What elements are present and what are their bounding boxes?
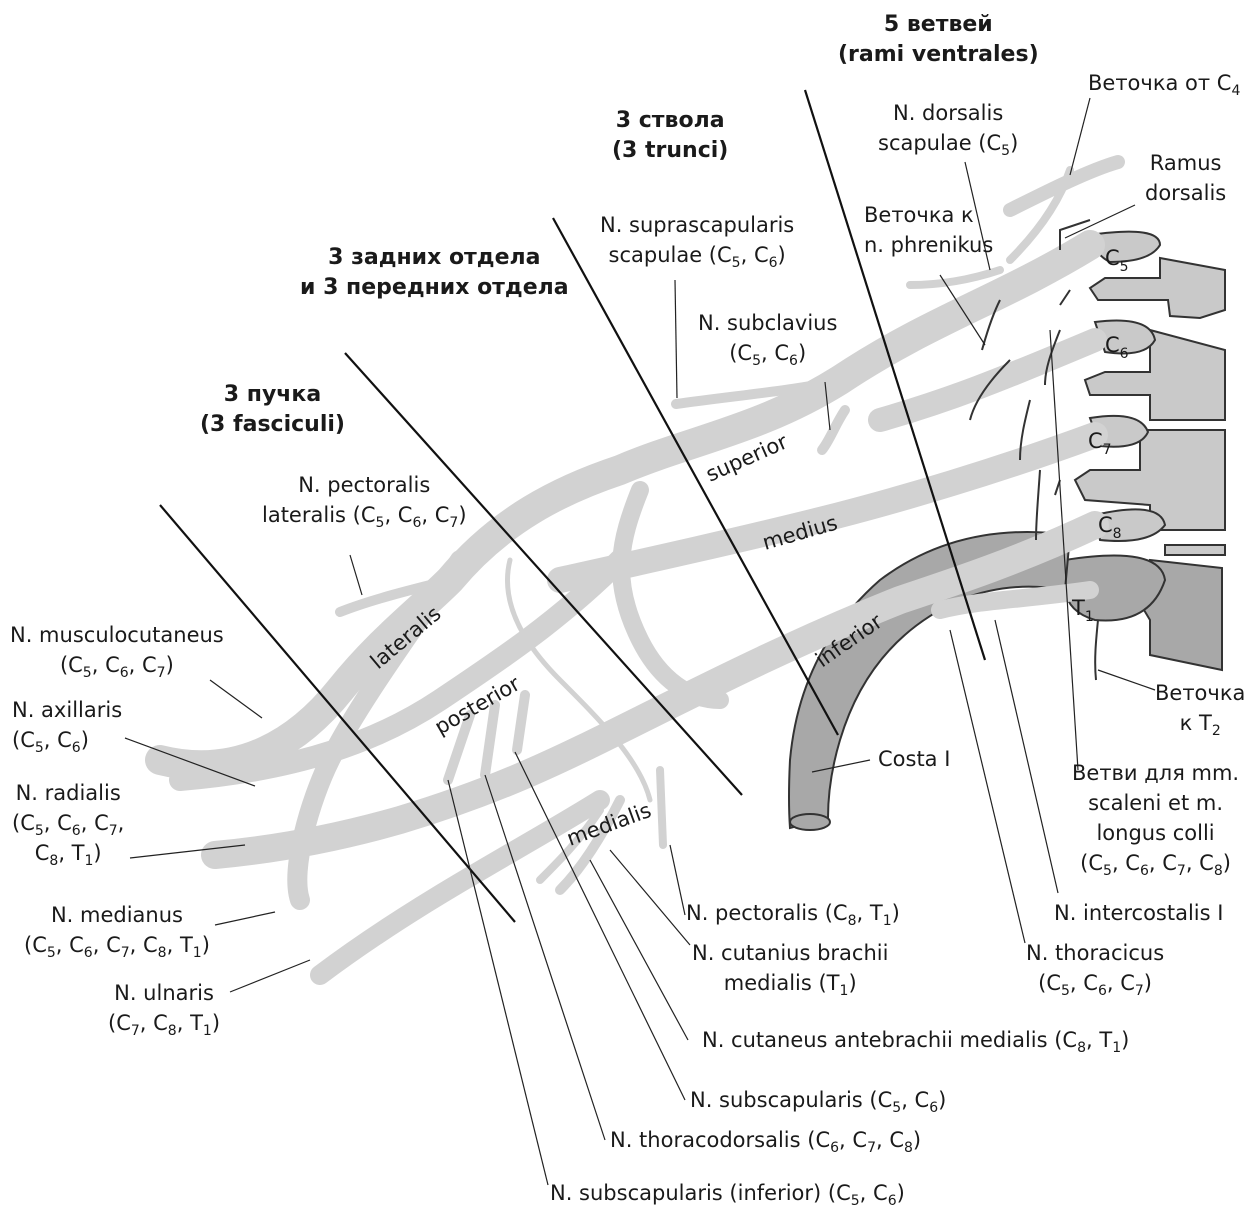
label-ulnaris: N. ulnaris(C7, C8, T1) bbox=[108, 978, 220, 1038]
heading-fasciculi: 3 пучка (3 fasciculi) bbox=[200, 380, 345, 440]
label-thoracodorsalis: N. thoracodorsalis (C6, C7, C8) bbox=[610, 1125, 921, 1155]
label-costa: Costa I bbox=[878, 744, 950, 774]
heading-rami-ventrales: 5 ветвей (rami ventrales) bbox=[838, 10, 1039, 70]
label-medianus: N. medianus(C5, C6, C7, C8, T1) bbox=[24, 900, 210, 960]
heading-trunci: 3 ствола (3 trunci) bbox=[612, 106, 728, 166]
label-cutaneus-antebrachii: N. cutaneus antebrachii medialis (C8, T1… bbox=[702, 1025, 1129, 1055]
label-intercostalis: N. intercostalis I bbox=[1054, 898, 1223, 928]
label-radialis: N. radialis(C5, C6, C7,C8, T1) bbox=[12, 778, 124, 868]
label-subclavius: N. subclavius(C5, C6) bbox=[698, 308, 837, 368]
label-vetochka-c4: Веточка от C4 bbox=[1088, 68, 1240, 98]
label-axillaris: N. axillaris(C5, C6) bbox=[12, 695, 122, 755]
label-subscapularis: N. subscapularis (C5, C6) bbox=[690, 1085, 946, 1115]
heading-divisiones: 3 задних отдела и 3 передних отдела bbox=[300, 243, 569, 303]
label-scaleni: Ветви для mm.scaleni et m.longus colli(C… bbox=[1072, 758, 1239, 878]
label-pectoralis-medialis: N. pectoralis (C8, T1) bbox=[686, 898, 900, 928]
label-thoracicus: N. thoracicus(C5, C6, C7) bbox=[1026, 938, 1164, 998]
label-subscapularis-inferior: N. subscapularis (inferior) (C5, C6) bbox=[550, 1178, 905, 1208]
label-musculocutaneus: N. musculocutaneus(C5, C6, C7) bbox=[10, 620, 224, 680]
